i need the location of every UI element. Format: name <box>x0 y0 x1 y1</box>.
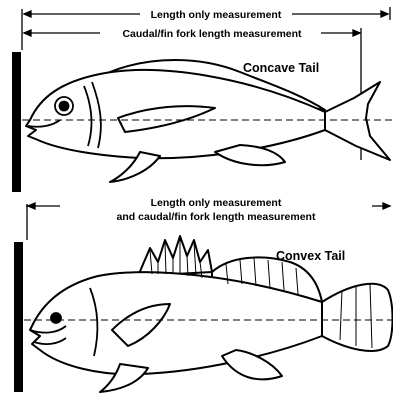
fork-length-label-top: Caudal/fin fork length measurement <box>122 28 302 40</box>
convex-tail-panel: Length only measurement and caudal/fin f… <box>14 197 393 392</box>
length-fork-label-line1: Length only measurement <box>151 197 282 209</box>
concave-tail-fin <box>325 82 390 160</box>
concave-tail-panel: Length only measurement Caudal/fin fork … <box>12 7 393 192</box>
measuring-board-bottom <box>14 242 23 392</box>
measuring-board-top <box>12 52 21 192</box>
concave-tail-title: Concave Tail <box>243 61 319 75</box>
anal-fin-bottom <box>222 350 282 379</box>
length-only-label-top: Length only measurement <box>151 9 282 21</box>
length-fork-label-line2: and caudal/fin fork length measurement <box>117 211 316 223</box>
anal-fin-top <box>215 145 285 165</box>
convex-tail-fin <box>322 284 393 351</box>
fish-concave-tail <box>26 60 390 182</box>
